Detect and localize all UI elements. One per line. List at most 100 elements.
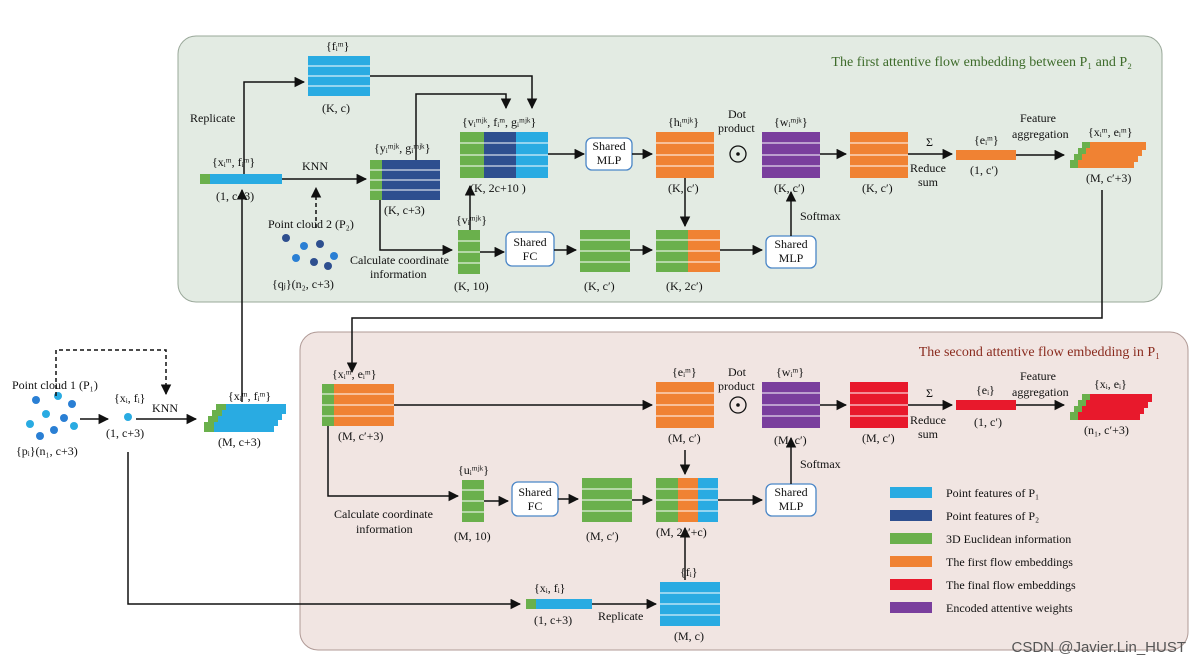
green-Kcp-block [580, 230, 630, 272]
xim-eim-label: {xᵢᵐ, eᵢᵐ} [1088, 125, 1133, 139]
himk-block [656, 132, 714, 178]
xim-fim-green [200, 174, 210, 184]
shape-1c3-left: (1, c+3) [106, 426, 144, 440]
shape-Kcp4: (K, c′) [862, 181, 893, 195]
red-Mcp-block [850, 382, 908, 428]
shape-Kcp: (K, c′) [584, 279, 615, 293]
information-1: information [370, 267, 427, 281]
shape-Kc: (K, c) [322, 101, 350, 115]
arrow-to-coord2 [327, 426, 460, 502]
xi-fi-bottom-green [526, 599, 536, 609]
legend-label: The final flow embeddings [946, 578, 1076, 592]
legend-swatch [890, 510, 932, 521]
legend-label: 3D Euclidean information [946, 532, 1071, 546]
arrow-yimk-to-concat [415, 93, 512, 160]
vimk-small-block [458, 230, 480, 274]
xi-point [124, 413, 132, 421]
shape-M2cpc: (M, 2c′+c) [656, 525, 707, 539]
calc-coord-2: Calculate coordinate [334, 507, 433, 521]
shape-Kcp2: (K, c′) [668, 181, 699, 195]
xi-ei-label: {xᵢ, eᵢ} [1094, 377, 1127, 391]
shape-1cp-b: (1, c′) [974, 415, 1002, 429]
feat-agg-2-a: Feature [1020, 369, 1056, 383]
shape-Mcp3-b: (M, c′+3) [338, 429, 383, 443]
arrow-fim-to-concat [370, 75, 538, 110]
xim-eim-stack-1 [1070, 142, 1146, 168]
uimk-block [462, 480, 484, 522]
xi-ei-stack [1070, 394, 1152, 420]
arrow-xi-to-bottom [127, 452, 522, 610]
xim-eim-2-label: {xᵢᵐ, eᵢᵐ} [332, 367, 377, 381]
legend-label: Point features of P₁ [946, 486, 1039, 500]
point-cloud-1-dots [26, 392, 78, 440]
knn2-label: KNN [302, 159, 328, 173]
shape-Mcp4: (M, c′) [586, 529, 619, 543]
xi-fi-bottom-label: {xᵢ, fᵢ} [534, 581, 565, 595]
dot-product-1-a: Dot [728, 107, 747, 121]
stack-label: {xᵢᵐ, fᵢᵐ} [228, 389, 271, 403]
M2cpc-block [656, 478, 718, 522]
shape-Mc: (M, c) [674, 629, 704, 643]
shape-Mcp2: (M, c′) [774, 433, 807, 447]
shape-Kc3: (K, c+3) [384, 203, 425, 217]
weighted-block-1 [850, 132, 908, 178]
legend-label: The first flow embeddings [946, 555, 1073, 569]
watermark: CSDN @Javier.Lin_HUST [1012, 639, 1186, 656]
feat-agg-2-b: aggregation [1012, 385, 1069, 399]
yimk-label: {yᵢᵐʲᵏ, gᵢᵐʲᵏ} [374, 141, 430, 155]
eim-2-label: {eᵢᵐ} [672, 365, 697, 379]
legend-label: Point features of P₂ [946, 509, 1039, 523]
dot-product-2-b: product [718, 379, 755, 393]
legend-swatch [890, 533, 932, 544]
dot-product-2-icon [729, 396, 747, 414]
shape-n1cp3: (n₁, c′+3) [1084, 423, 1129, 437]
shape-Kcp3: (K, c′) [774, 181, 805, 195]
himk-label: {hᵢᵐʲᵏ} [668, 115, 699, 129]
ei-label: {eᵢ} [976, 383, 995, 397]
point-cloud-1-label: Point cloud 1 (P₁) [12, 378, 98, 392]
legend-swatch [890, 579, 932, 590]
green-Mcp-block [582, 478, 632, 522]
vfg-label: {vᵢᵐʲᵏ, fᵢᵐ, gᵢᵐʲᵏ} [462, 115, 536, 129]
fim-block [308, 56, 370, 96]
legend-label: Encoded attentive weights [946, 601, 1073, 615]
shape-M10: (M, 10) [454, 529, 491, 543]
dot-product-1-icon [729, 145, 747, 163]
shape-Mcp3x: (M, c′) [862, 431, 895, 445]
panel1-title: The first attentive flow embedding betwe… [831, 55, 1132, 70]
knn-left-label: KNN [152, 401, 178, 415]
pi-label: {pᵢ}(n₁, c+3) [16, 444, 78, 458]
shape-1c3-c: (1, c+3) [534, 613, 572, 627]
shape-Mcp3: (M, c′+3) [1086, 171, 1131, 185]
concat-vfg-block [460, 132, 548, 178]
xi-fi-bottom-blue [536, 599, 592, 609]
fim-label: {fᵢᵐ} [326, 39, 349, 53]
point-cloud-2-label: Point cloud 2 (P₂) [268, 217, 354, 231]
wimk-block [762, 132, 820, 178]
shape-Mc3: (M, c+3) [218, 435, 261, 449]
stack-xim-fim [204, 404, 286, 432]
shared-fc-1 [505, 231, 555, 267]
sigma-2: Σ [926, 386, 933, 400]
vimk-small-label: {vᵢᵐʲᵏ} [456, 213, 487, 227]
shape-1cp: (1, c′) [970, 163, 998, 177]
wim-label: {wᵢᵐ} [776, 365, 804, 379]
sigma-1: Σ [926, 135, 933, 149]
shape-K10: (K, 10) [454, 279, 489, 293]
feat-agg-1-b: aggregation [1012, 127, 1069, 141]
eim-bar [956, 150, 1016, 160]
point-cloud-2-dots [282, 234, 338, 270]
arrow-yimk-to-coord [379, 200, 454, 256]
dot-product-2-a: Dot [728, 365, 747, 379]
legend: Point features of P₁ Point features of P₂… [890, 486, 1076, 615]
xim-eim-block-2 [322, 384, 394, 426]
softmax-2: Softmax [800, 457, 841, 471]
legend-swatch [890, 487, 932, 498]
dot-product-1-b: product [718, 121, 755, 135]
softmax-1: Softmax [800, 209, 841, 223]
replicate-2-label: Replicate [598, 609, 643, 623]
